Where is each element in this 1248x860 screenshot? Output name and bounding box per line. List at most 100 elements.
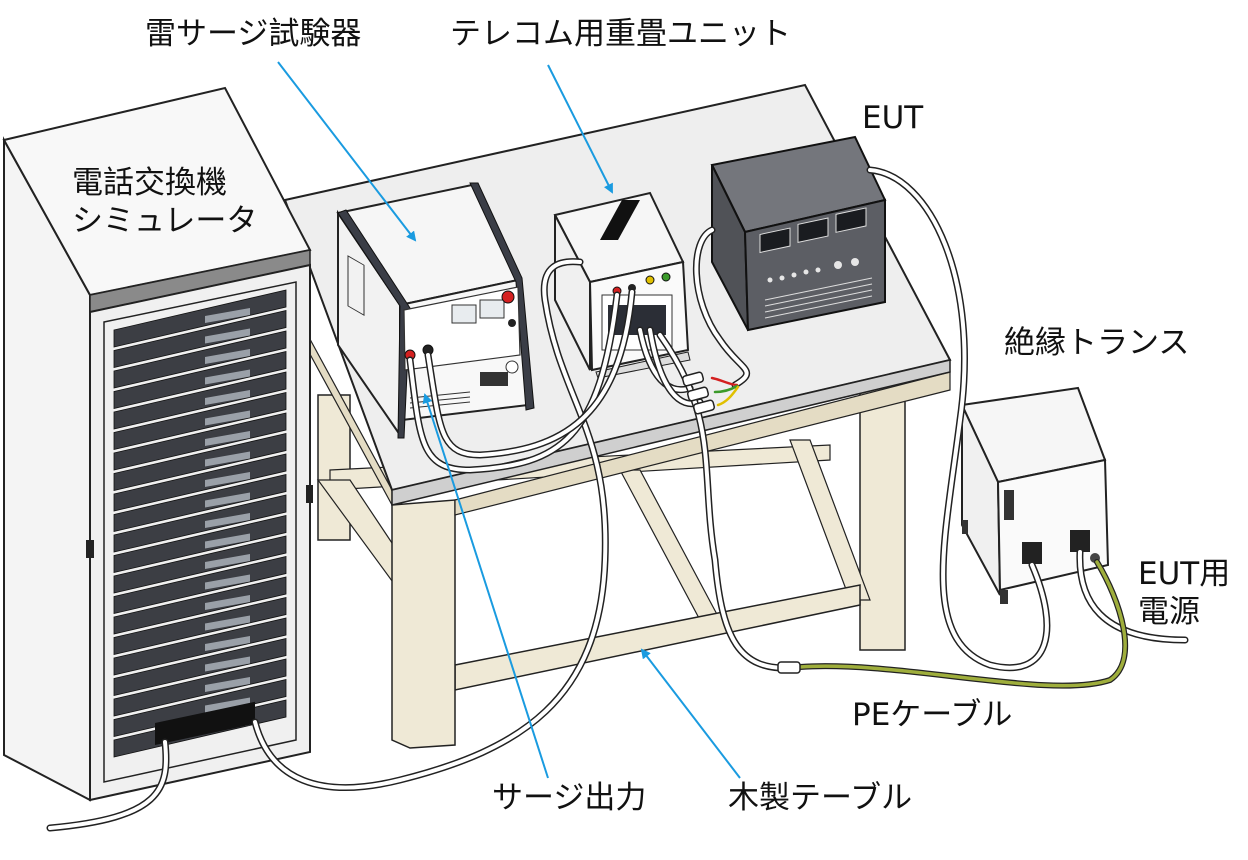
transformer-foot-1 [1000, 590, 1008, 604]
rack-unit [113, 350, 287, 410]
rack-unit [113, 330, 287, 389]
eut-display-1 [759, 227, 791, 254]
rack-unit [113, 432, 287, 492]
rack-unit-display [205, 554, 250, 569]
transformer-handle [1004, 490, 1014, 520]
table-top-edge [391, 359, 951, 506]
rack-unit [113, 555, 287, 615]
rack-unit [113, 371, 287, 430]
rack-unit [113, 391, 287, 451]
surge-tester-side-panel [347, 255, 365, 316]
rack-unit [113, 617, 287, 676]
rack-unit-display [205, 492, 250, 508]
rack-unit-display [205, 431, 250, 446]
surge-tester-knob-2 [508, 319, 516, 327]
arrow-telecom-coupler [547, 64, 613, 194]
transformer-terminal-1 [1022, 542, 1042, 564]
rack-unit [113, 289, 287, 348]
eut-display-3 [835, 207, 867, 233]
rack-unit-display [205, 574, 250, 590]
surge-tester-display-2 [479, 299, 505, 319]
rack-unit [113, 494, 287, 553]
rack-cable-slot [155, 701, 255, 746]
label-pe-cable: PEケーブル [852, 697, 1013, 733]
rack-unit [113, 514, 287, 574]
label-eut-power: EUT用 電源 [1138, 556, 1230, 632]
rack-unit-display [205, 308, 250, 323]
wire-red [710, 376, 739, 387]
rack-unit-display [205, 410, 250, 426]
transformer-foot-2 [962, 520, 968, 534]
pbx-simulator-rack [2, 86, 313, 802]
rack-unit-display [205, 533, 250, 549]
label-pbx-line2: シミュレータ [72, 202, 258, 239]
eut-buttons [767, 258, 859, 283]
rack-door-frame [103, 281, 297, 783]
wire-yellow [716, 385, 740, 407]
table-brace-diag-2 [789, 439, 871, 601]
coupler-top-slot [600, 200, 640, 240]
surge-tester-vent [409, 391, 471, 409]
arrow-surge-output [422, 393, 549, 779]
rack-unit-display [205, 636, 250, 651]
rack-unit-display [205, 472, 250, 487]
label-isolation-transformer: 絶縁トランス [1004, 325, 1190, 361]
label-surge-output: サージ出力 [492, 780, 647, 816]
transformer-terminal-2 [1070, 530, 1090, 552]
rack-unit-display [205, 369, 250, 385]
surge-tester-display-1 [451, 304, 477, 324]
surge-tester-label-plate [480, 372, 508, 386]
rack-hinge [86, 540, 94, 558]
rack-unit [113, 596, 287, 656]
coupler-terminal-yellow [645, 275, 655, 285]
rack-unit-display [205, 615, 250, 631]
wire-green [713, 384, 739, 394]
surge-tester-handle-right [469, 182, 535, 411]
rack-unit [113, 412, 287, 471]
label-eut-power-line2: 電源 [1138, 593, 1200, 630]
label-surge-tester: 雷サージ試験器 [145, 16, 362, 52]
label-wooden-table: 木製テーブル [728, 780, 913, 816]
label-pbx-line1: 電話交換機 [72, 165, 227, 201]
rack-unit [113, 576, 287, 635]
rack-unit-display [205, 697, 250, 713]
rack-unit [113, 309, 287, 369]
arrow-wooden-table [640, 648, 741, 779]
rack-hinge-2 [306, 485, 313, 503]
table-leg-back-right [859, 384, 906, 651]
rack-unit-display [205, 595, 250, 610]
rack-unit [113, 658, 287, 717]
telecom-coupling-unit [553, 191, 691, 379]
label-eut: EUT [862, 100, 924, 136]
rack-unit-display [205, 349, 250, 364]
rack-unit [113, 535, 287, 594]
label-telecom-coupler: テレコム用重畳ユニット [450, 16, 791, 52]
coupler-terminal-green [661, 272, 671, 282]
rack-unit-display [205, 677, 250, 692]
table-leg-front-left [391, 499, 456, 749]
surge-tester-knob [501, 290, 515, 304]
rack-unit [113, 678, 287, 738]
rack-unit-display [205, 451, 250, 467]
rack-unit-display [205, 328, 250, 344]
eut-device [710, 135, 887, 332]
rack-unit [113, 637, 287, 697]
surge-tester-handle-left [337, 209, 411, 439]
rack-unit [113, 473, 287, 533]
rack-unit-display [205, 513, 250, 528]
eut-display-2 [797, 217, 829, 243]
arrow-surge-tester [277, 61, 417, 242]
rack-units [113, 289, 287, 758]
transformer-front [996, 458, 1110, 592]
label-pbx-simulator: 電話交換機 シミュレータ [72, 165, 257, 241]
surge-tester-dial [505, 360, 519, 374]
eut-vent [764, 277, 873, 319]
leader-arrow-icon [277, 61, 741, 779]
rack-unit-display [205, 390, 250, 405]
cables [46, 166, 1189, 832]
ferrite-core-icon [681, 371, 801, 674]
rack-unit-display [205, 656, 250, 672]
rack-unit [113, 453, 287, 512]
label-eut-power-line1: EUT用 [1138, 556, 1231, 592]
